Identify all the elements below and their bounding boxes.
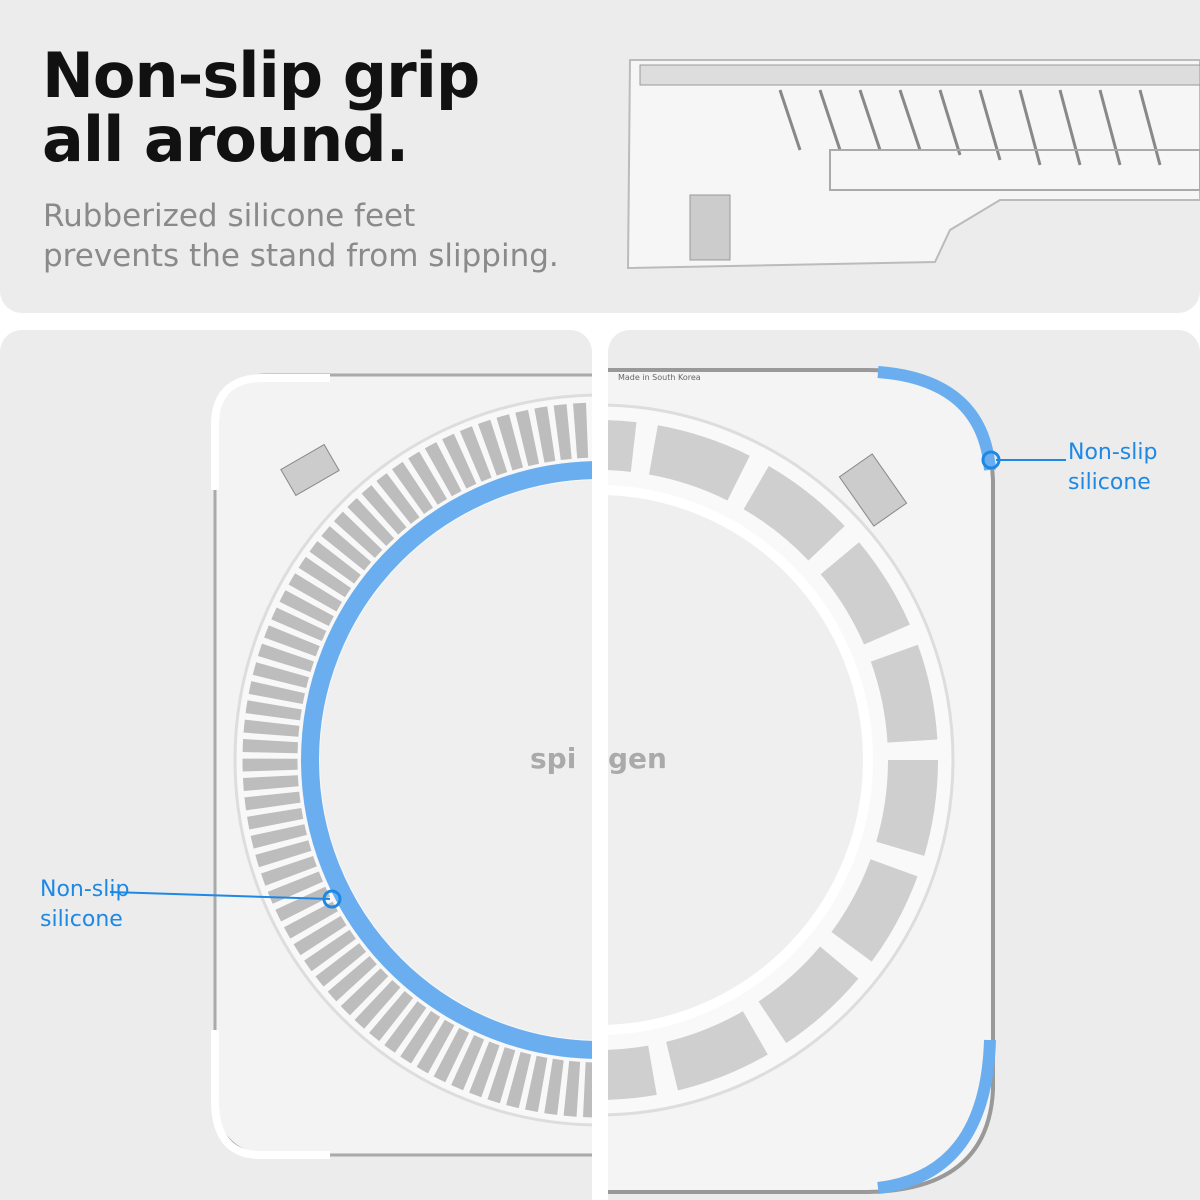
callout-left-line-2: silicone xyxy=(40,907,123,932)
callout-right-line-2: silicone xyxy=(1068,470,1151,495)
headline: Non-slip grip all around. xyxy=(42,39,480,176)
headline-line-1: Non-slip grip xyxy=(42,39,480,112)
svg-text:gen: gen xyxy=(608,742,667,775)
top-view-panel: gen Made in South Korea Non-slip silicon… xyxy=(608,330,1200,1200)
callout-left: Non-slip silicone xyxy=(40,875,129,935)
svg-text:spi: spi xyxy=(530,742,576,775)
callout-left-line-1: Non-slip xyxy=(40,877,130,902)
stand-bottom-image: spi xyxy=(109,373,592,1159)
headline-line-2: all around. xyxy=(42,103,409,176)
stand-top-image: gen xyxy=(608,366,1066,1194)
made-in-imprint: Made in South Korea xyxy=(618,373,701,382)
subtitle-line-2: prevents the stand from slipping. xyxy=(43,238,559,274)
bottom-view-panel: spi Non-slip silicone xyxy=(0,330,592,1200)
stand-side-view-image xyxy=(626,59,1200,270)
callout-right: Non-slip silicone xyxy=(1068,438,1157,498)
subtitle: Rubberized silicone feet prevents the st… xyxy=(43,196,559,276)
callout-right-line-1: Non-slip xyxy=(1068,440,1158,465)
header-panel: Non-slip grip all around. Rubberized sil… xyxy=(0,0,1200,313)
subtitle-line-1: Rubberized silicone feet xyxy=(43,198,416,234)
